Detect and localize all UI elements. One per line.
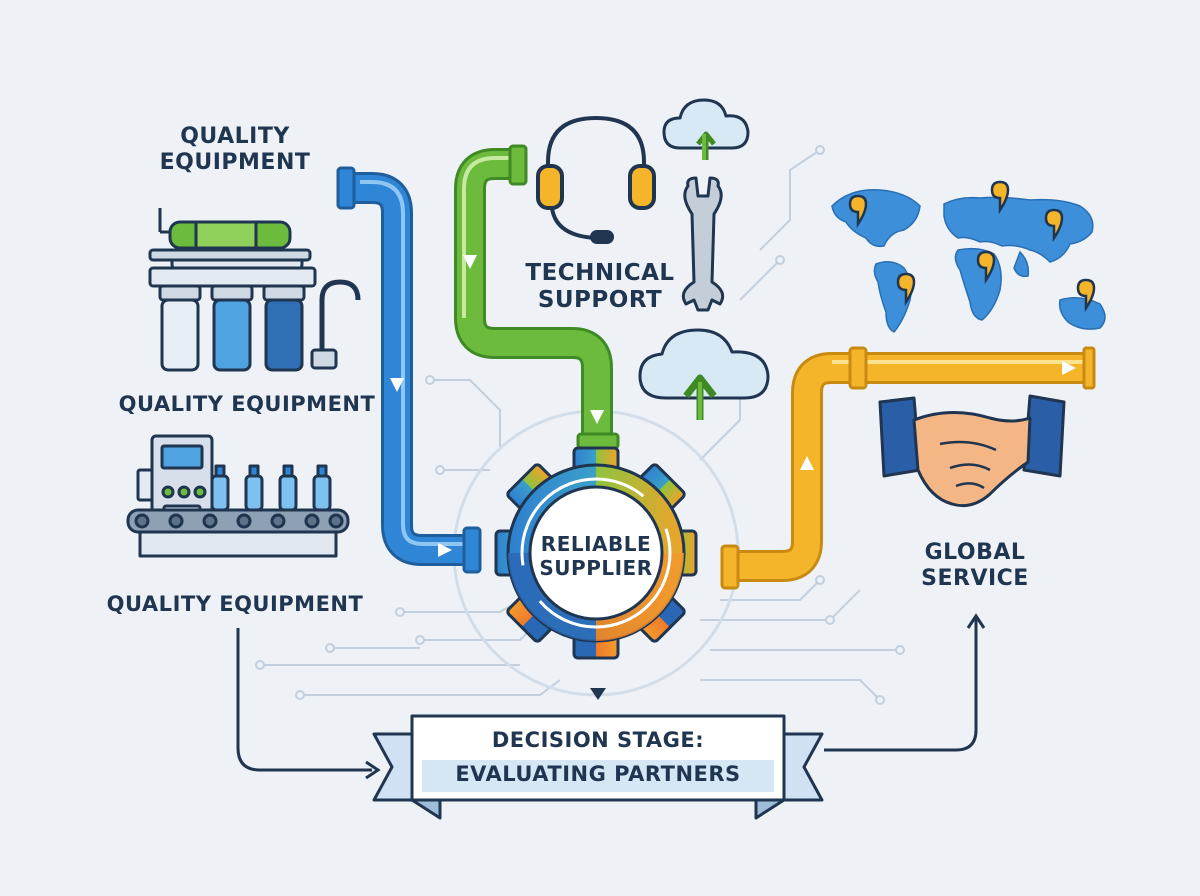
tech-line2: SUPPORT — [537, 287, 663, 314]
map-pins — [848, 180, 1096, 313]
cloud-upload-icon — [662, 98, 750, 160]
cloud-upload-icon — [638, 328, 770, 420]
global-service-label: GLOBAL SERVICE — [900, 540, 1050, 592]
yellow-pipe — [720, 346, 1096, 590]
quality-top-line2: EQUIPMENT — [159, 149, 311, 175]
headset-icon — [536, 115, 656, 244]
wrench-icon — [681, 176, 725, 312]
global-line2: SERVICE — [921, 565, 1029, 591]
tech-line1: TECHNICAL — [525, 260, 675, 286]
circuit-nodes — [255, 145, 905, 705]
decision-banner — [372, 714, 824, 820]
quality-equipment-mid-label: QUALITY EQUIPMENT — [118, 392, 376, 416]
blue-pipe — [336, 166, 482, 574]
flow-arrows — [236, 613, 986, 780]
green-pipe — [454, 144, 620, 450]
map-pin-icon — [896, 272, 916, 307]
world-map-icon — [831, 189, 1106, 333]
map-pin-icon — [1076, 278, 1096, 313]
supplier-line1: RELIABLE — [540, 532, 652, 556]
evaluating-partners-subtitle: EVALUATING PARTNERS — [455, 762, 741, 786]
map-pin-icon — [976, 250, 996, 285]
map-pin-icon — [990, 180, 1010, 215]
decision-stage-title: DECISION STAGE: — [491, 728, 705, 752]
water-filter-icon — [148, 208, 361, 372]
gear-to-banner-pointer — [590, 688, 606, 700]
bottling-line-icon — [126, 434, 350, 558]
quality-equipment-top-label: QUALITY EQUIPMENT — [150, 124, 320, 176]
arrow-to-global-service — [824, 618, 978, 752]
supplier-line2: SUPPLIER — [539, 555, 653, 580]
handshake-icon — [878, 394, 1066, 508]
map-pin-icon — [848, 194, 868, 229]
quality-equipment-bottom-label: QUALITY EQUIPMENT — [106, 592, 364, 616]
map-pin-icon — [1044, 208, 1064, 243]
technical-support-label: TECHNICAL SUPPORT — [520, 260, 680, 314]
reliable-supplier-label: RELIABLE SUPPLIER — [526, 532, 666, 580]
arrow-to-decision — [236, 628, 372, 772]
quality-top-line1: QUALITY — [180, 124, 290, 149]
gear-icon — [494, 446, 698, 660]
global-line1: GLOBAL — [924, 540, 1026, 565]
